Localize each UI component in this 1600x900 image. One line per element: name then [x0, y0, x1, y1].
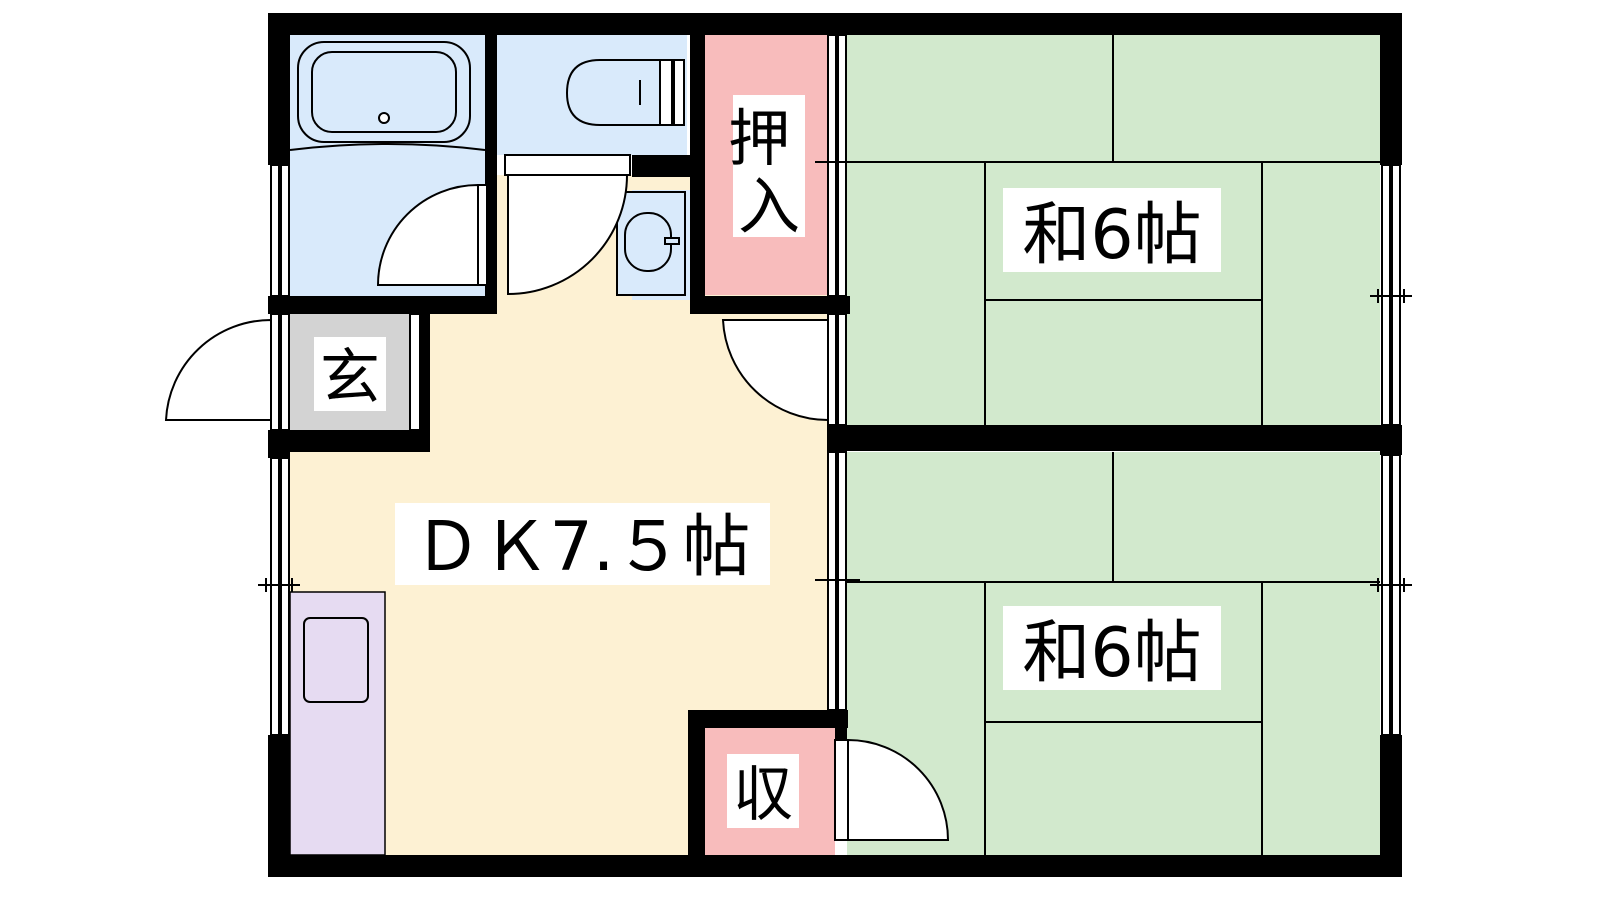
label-bg-washitsu-upper [1003, 188, 1221, 272]
walls [268, 13, 1402, 877]
label-bg-oshiire [733, 95, 805, 237]
door-swing-icon [164, 174, 950, 841]
tatami-lines [847, 35, 1380, 855]
room-label-genkan: 玄 [320, 343, 380, 413]
label-bg-dk [395, 503, 770, 585]
window-icon [258, 154, 1412, 736]
bathtub-icon [289, 41, 486, 151]
label-bg-genkan [314, 337, 386, 411]
fusuma-partitions [815, 34, 860, 711]
room-labels: 和6帖 和6帖 ＤＫ7.５帖 玄 押 入 収 [314, 95, 1221, 830]
room-label-dk: ＤＫ7.５帖 [414, 508, 751, 587]
label-bg-shuno [727, 754, 799, 828]
room-label-oshiire: 押 入 [728, 102, 810, 243]
room-label-washitsu-lower: 和6帖 [1022, 614, 1201, 693]
sink-icon [303, 617, 369, 703]
room-label-washitsu-upper: 和6帖 [1022, 196, 1201, 275]
room-label-shuno: 収 [733, 760, 793, 830]
washbasin-icon [616, 191, 686, 296]
toilet-icon [565, 59, 685, 126]
label-bg-washitsu-lower [1003, 606, 1221, 690]
